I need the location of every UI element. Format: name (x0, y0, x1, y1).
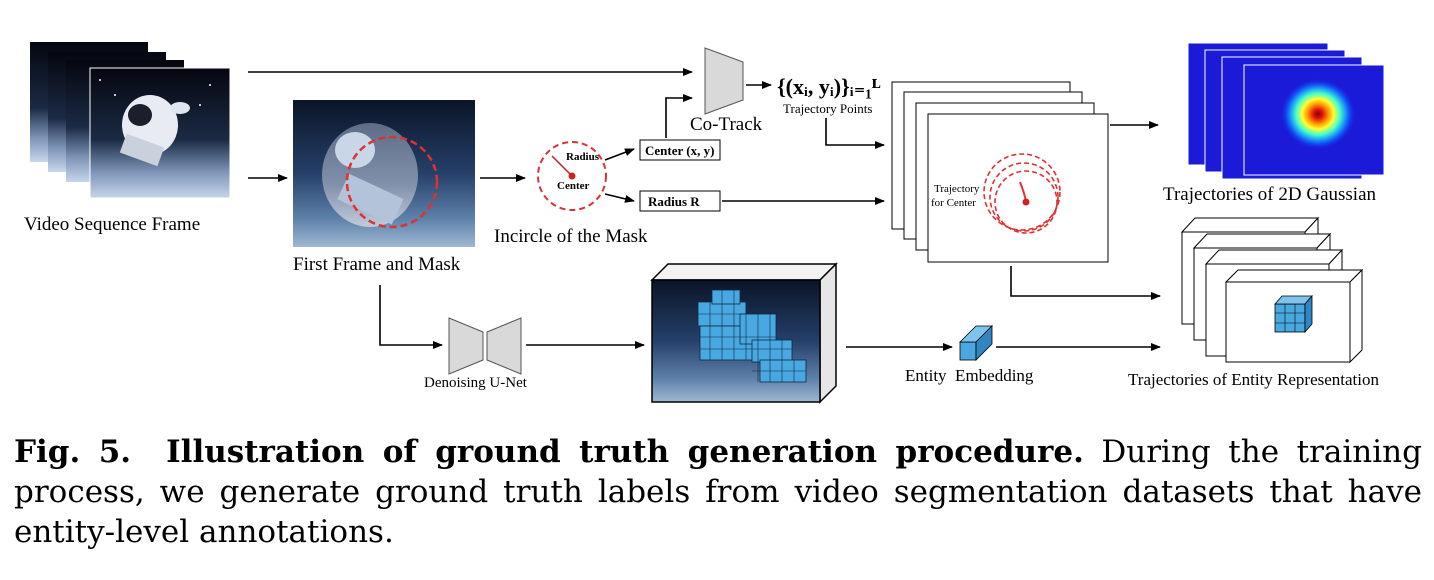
denoising-unet-block (448, 317, 522, 375)
trajectory-frame-stack (891, 81, 1109, 263)
flow-arrows (248, 68, 1161, 351)
co-track-label: Co-Track (690, 114, 763, 135)
figure-caption: Fig. 5. Illustration of ground truth gen… (14, 432, 1422, 552)
center-box-label: Center (x, y) (645, 143, 714, 158)
caption-fig-label: Fig. 5. (14, 434, 132, 470)
trajectory-for-center-line2: for Center (931, 197, 976, 209)
incircle-center-label: Center (557, 180, 589, 192)
co-track-block (704, 47, 744, 115)
trajectory-points-label: Trajectory Points (783, 101, 872, 116)
first-frame-mask-image (293, 100, 475, 247)
mask-incircle-overlay (345, 135, 439, 229)
entity-cube-icon (1274, 294, 1313, 334)
video-frame-stack (30, 42, 231, 199)
radius-box-label: Radius R (648, 194, 700, 209)
entity-embedding-icon (959, 325, 993, 361)
trajectory-for-center-line1: Trajectory (934, 183, 980, 195)
astronaut-icon (119, 95, 190, 167)
caption-title: Illustration of ground truth generation … (166, 434, 1084, 470)
entity-volume-box (650, 262, 838, 404)
denoising-unet-label: Denoising U-Net (424, 375, 528, 391)
trajectories-entity-label: Trajectories of Entity Representation (1128, 370, 1380, 389)
ground-truth-generation-diagram: Video Sequence Frame First Frame and Mas… (24, 42, 1385, 404)
trajectories-gaussian-label: Trajectories of 2D Gaussian (1163, 184, 1377, 205)
incircle-diagram (537, 141, 607, 211)
trajectory-formula: {(xᵢ, yᵢ)}ᵢ₌₁ᴸ (777, 74, 881, 99)
incircle-of-mask-label: Incircle of the Mask (494, 226, 648, 247)
center-box (639, 139, 721, 161)
entity-representation-stack (1180, 216, 1364, 364)
gaussian-frame-stack (1187, 42, 1385, 180)
radius-box (639, 190, 721, 212)
entity-embedding-label: Entity Embedding (905, 366, 1034, 385)
first-frame-and-mask-label: First Frame and Mask (293, 254, 461, 275)
caption-body: During the training process, we generate… (14, 434, 1422, 550)
video-sequence-frame-label: Video Sequence Frame (24, 214, 200, 235)
incircle-radius-label: Radius (566, 151, 600, 163)
